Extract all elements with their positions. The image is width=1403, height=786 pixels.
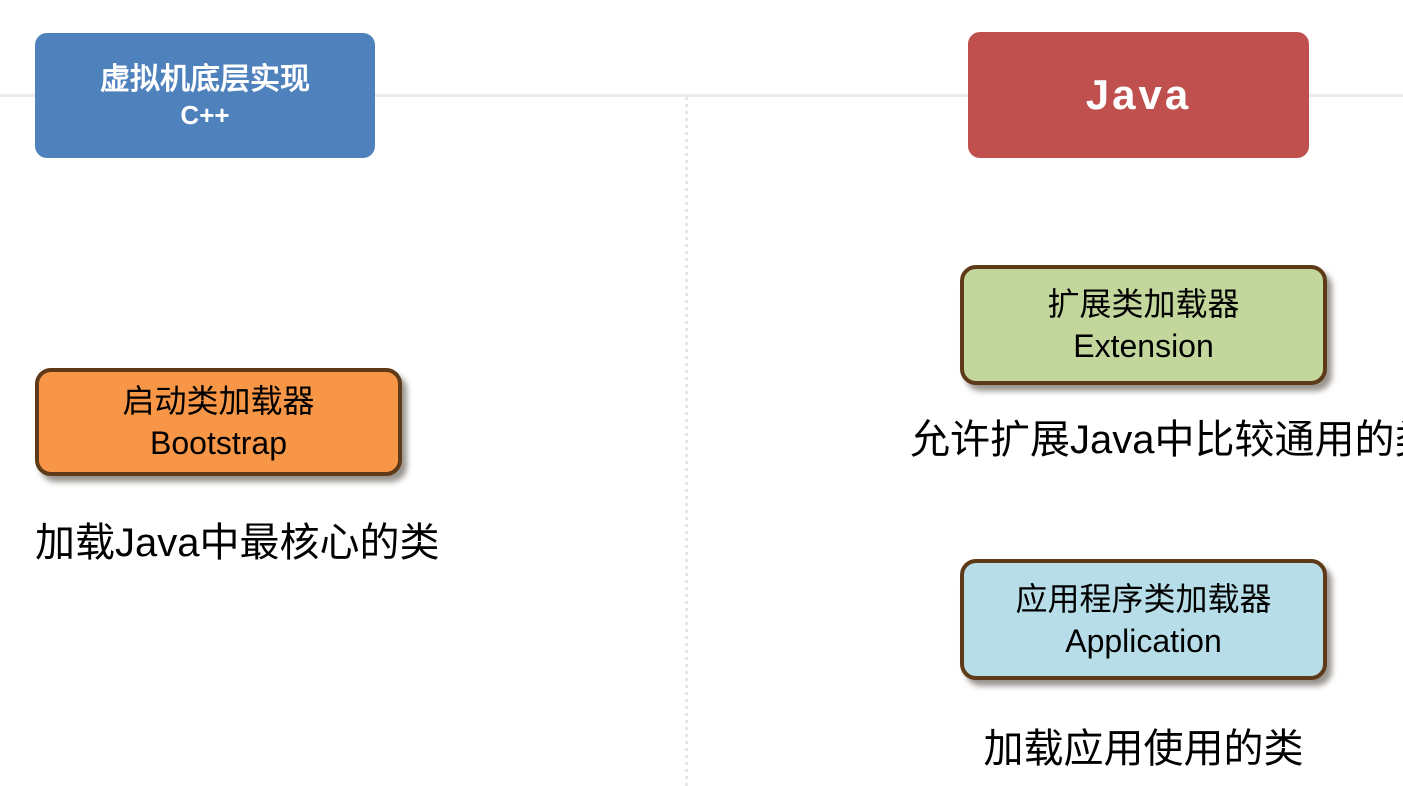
extension-loader-subtitle: Extension [1073, 328, 1214, 364]
application-loader-title: 应用程序类加载器 [1015, 580, 1272, 617]
bootstrap-caption: 加载Java中最核心的类 [35, 521, 440, 565]
vertical-dotted-divider [685, 97, 688, 786]
bootstrap-loader-box: 启动类加载器 Bootstrap [35, 368, 402, 476]
bootstrap-loader-subtitle: Bootstrap [150, 425, 287, 461]
cpp-layer-title: 虚拟机底层实现 [100, 62, 310, 96]
extension-loader-title: 扩展类加载器 [1047, 286, 1240, 322]
horizontal-rule [0, 94, 1403, 97]
bootstrap-loader-title: 启动类加载器 [122, 383, 315, 419]
java-layer-title: Java [1085, 71, 1192, 118]
java-layer-header-box: Java [968, 32, 1309, 158]
application-caption: 加载应用使用的类 [983, 727, 1304, 771]
application-loader-subtitle: Application [1065, 622, 1222, 659]
application-loader-box: 应用程序类加载器 Application [960, 559, 1327, 680]
cpp-layer-subtitle: C++ [180, 99, 230, 130]
extension-loader-box: 扩展类加载器 Extension [960, 265, 1327, 385]
extension-caption: 允许扩展Java中比较通用的类 [910, 418, 1403, 462]
cpp-layer-header-box: 虚拟机底层实现 C++ [35, 33, 375, 158]
